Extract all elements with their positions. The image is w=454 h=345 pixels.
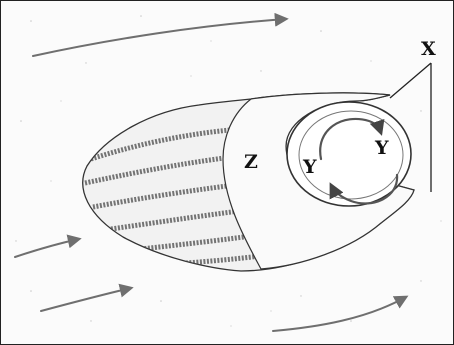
flow-arrow-left-upper <box>14 234 82 258</box>
flow-arrow-top <box>32 12 289 57</box>
label-z: Z <box>244 151 258 173</box>
circulation-arrow-upper <box>319 117 385 161</box>
circulation-arrows <box>319 117 399 205</box>
background-speckles <box>15 15 442 327</box>
circulation-arrow-lower <box>329 173 399 205</box>
label-y-inner: Y <box>302 156 317 178</box>
flow-arrows <box>14 12 409 332</box>
x-leader-lines <box>389 62 432 192</box>
label-x: X <box>421 38 436 60</box>
label-y-right: Y <box>374 137 389 159</box>
hatch-stripe <box>90 126 242 162</box>
flow-arrow-bottom-right <box>272 295 409 332</box>
x-leader-upper <box>389 62 432 99</box>
flow-arrow-left-lower <box>40 283 134 312</box>
inner-opening-rim <box>298 110 404 200</box>
